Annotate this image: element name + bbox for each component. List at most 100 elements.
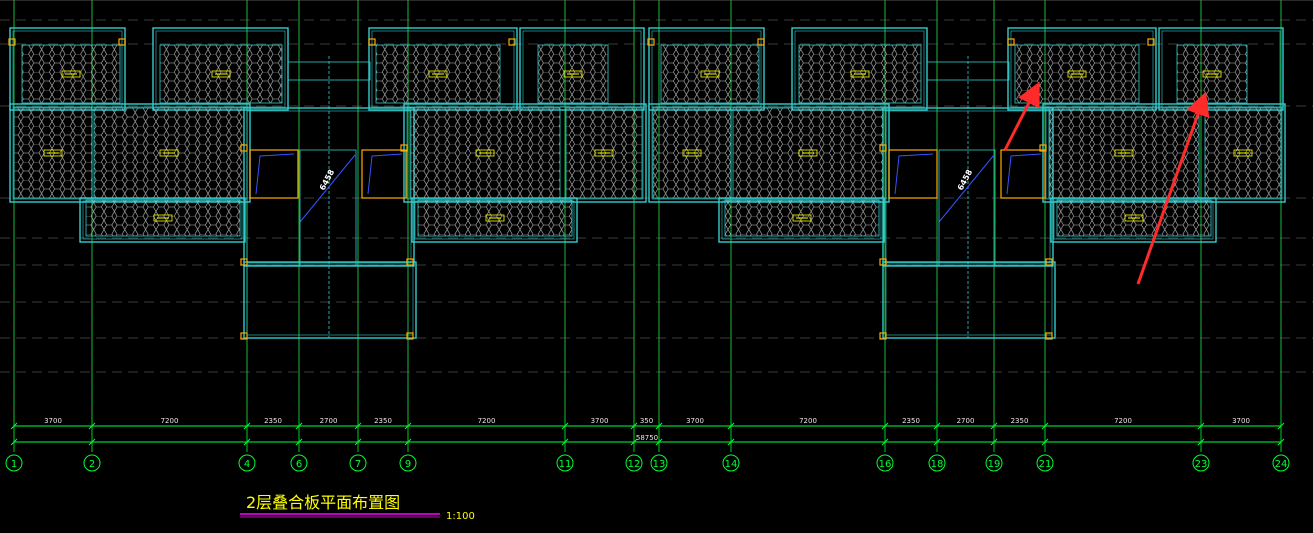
axis-bubble-23	[1192, 454, 1210, 472]
dimension-14: 7200	[1114, 417, 1132, 425]
stair-diagonal-1	[299, 154, 356, 223]
unit1-wall-f-inner	[406, 106, 644, 200]
unit2-wall-core	[882, 261, 1056, 339]
dimension-4: 2700	[320, 417, 338, 425]
dim-tick-total-3	[295, 438, 303, 446]
column-2-9	[1039, 144, 1047, 152]
axis-bubble-12	[625, 454, 643, 472]
column-1-0	[8, 38, 16, 46]
stair-diagonal-2	[938, 154, 995, 223]
column-2-3	[1147, 38, 1155, 46]
unit1-wall-core	[243, 261, 417, 339]
axis-label-13: 13	[653, 459, 666, 470]
axis-bubble-4	[238, 454, 256, 472]
axis-bubble-19	[985, 454, 1003, 472]
column-2-0	[647, 38, 655, 46]
column-2-5	[1045, 258, 1053, 266]
stair-run-1-1	[367, 153, 403, 195]
drawing-title: 2层叠合板平面布置图	[246, 493, 400, 512]
dim-tick-0	[10, 422, 18, 430]
columns	[8, 38, 1155, 340]
stair-well-1	[299, 149, 357, 267]
dim-tick-5	[404, 422, 412, 430]
axis-label-2: 2	[89, 459, 95, 470]
column-1-5	[406, 258, 414, 266]
dim-tick-total-8	[655, 438, 663, 446]
stair-run-2-1	[1006, 153, 1042, 195]
column-1-2	[368, 38, 376, 46]
unit1-wall-core-inner	[246, 264, 414, 336]
dim-tick-4	[354, 422, 362, 430]
column-1-8	[240, 144, 248, 152]
dim-tick-2	[243, 422, 251, 430]
dim-tick-total-15	[1277, 438, 1285, 446]
dim-tick-13	[1041, 422, 1049, 430]
stair-box-1-0	[249, 149, 299, 199]
column-2-7	[1045, 332, 1053, 340]
axis-bubble-16	[876, 454, 894, 472]
axis-bubble-18	[928, 454, 946, 472]
slab-labels	[43, 70, 1253, 222]
axis-label-6: 6	[296, 459, 302, 470]
dim-tick-9	[727, 422, 735, 430]
dimension-6: 7200	[478, 417, 496, 425]
axis-bubble-7	[349, 454, 367, 472]
diagonal-label-right: 6458	[956, 168, 975, 192]
red-arrow-right	[1136, 91, 1210, 285]
slab-tag-13	[1202, 70, 1222, 78]
stair-blocks	[249, 149, 1046, 267]
axis-label-24: 24	[1275, 459, 1288, 470]
axis-label-21: 21	[1039, 459, 1052, 470]
axis-label-7: 7	[355, 459, 361, 470]
composite-slab-panels	[13, 44, 1282, 237]
axis-label-4: 4	[244, 459, 250, 470]
title-block: 2层叠合板平面布置图 1:100	[240, 493, 475, 522]
axis-label-12: 12	[628, 459, 641, 470]
dim-tick-total-2	[243, 438, 251, 446]
stair-box-1-1	[361, 149, 407, 199]
wall-outlines	[9, 27, 1286, 339]
unit2-wall-core-inner	[885, 264, 1053, 336]
dim-tick-total-13	[1041, 438, 1049, 446]
slab-tag-8	[153, 214, 173, 222]
column-1-7	[406, 332, 414, 340]
axis-bubble-1	[5, 454, 23, 472]
dim-tick-total-5	[404, 438, 412, 446]
dim-tick-11	[933, 422, 941, 430]
axis-bubble-24	[1272, 454, 1290, 472]
axis-label-1: 1	[11, 459, 17, 470]
slab-tag-12	[1067, 70, 1087, 78]
drawing-scale: 1:100	[446, 511, 475, 522]
column-1-3	[508, 38, 516, 46]
column-2-1	[757, 38, 765, 46]
axis-label-19: 19	[988, 459, 1001, 470]
dimension-2: 7200	[161, 417, 179, 425]
annotation-arrows	[1003, 81, 1210, 285]
slab-tag-0	[61, 70, 81, 78]
axis-bubble-6	[290, 454, 308, 472]
slab-tag-10	[700, 70, 720, 78]
dimension-1: 3700	[44, 417, 62, 425]
axis-label-16: 16	[879, 459, 892, 470]
dim-tick-total-10	[881, 438, 889, 446]
column-2-4	[879, 258, 887, 266]
dimension-8: 350	[640, 417, 653, 425]
slab-tag-6	[475, 149, 495, 157]
slab-tag-9	[485, 214, 505, 222]
dimension-12: 2700	[957, 417, 975, 425]
dim-tick-1	[88, 422, 96, 430]
dimension-15: 3700	[1232, 417, 1250, 425]
column-1-4	[240, 258, 248, 266]
dim-tick-total-11	[933, 438, 941, 446]
dimension-11: 2350	[902, 417, 920, 425]
column-2-2	[1007, 38, 1015, 46]
column-1-6	[240, 332, 248, 340]
slab-tag-7	[594, 149, 614, 157]
axis-bubble-11	[556, 454, 574, 472]
axis-label-14: 14	[725, 459, 738, 470]
slab-tag-1	[211, 70, 231, 78]
dimension-13: 2350	[1011, 417, 1029, 425]
